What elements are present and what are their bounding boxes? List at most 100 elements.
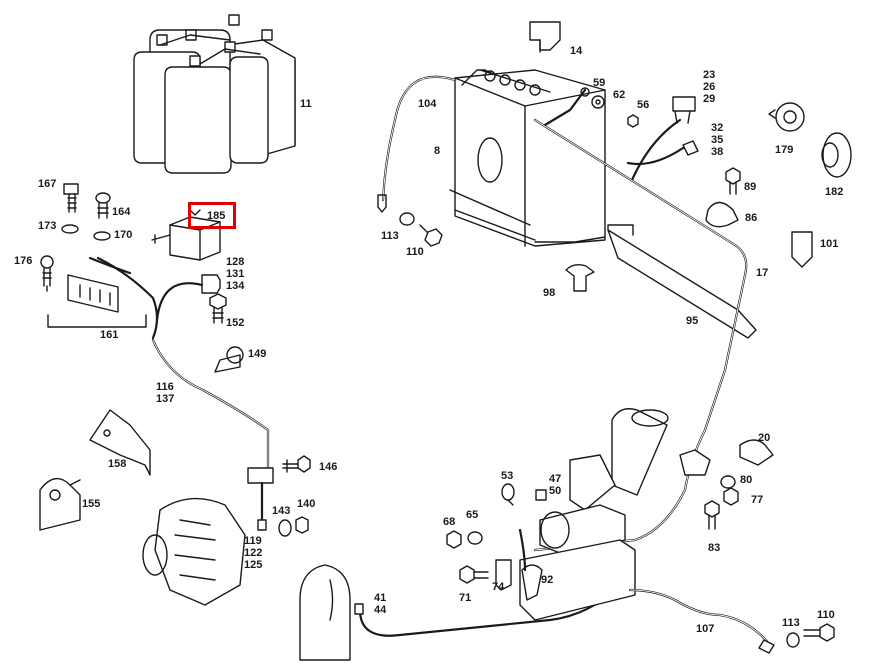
bolt-110b xyxy=(803,623,835,642)
label-143[interactable]: 143 xyxy=(272,505,291,517)
label-107[interactable]: 107 xyxy=(696,623,715,635)
nut-140 xyxy=(295,516,309,534)
ground-strap-107 xyxy=(628,588,775,654)
clamp-cable-part xyxy=(679,449,711,476)
label-185[interactable]: 185 xyxy=(207,210,226,222)
label-110-top[interactable]: 110 xyxy=(406,246,424,258)
bracket-158 xyxy=(89,409,151,476)
switch-128 xyxy=(155,274,221,322)
label-146[interactable]: 146 xyxy=(319,461,338,473)
washer-113b xyxy=(786,632,800,648)
bolt-167 xyxy=(63,183,79,213)
label-89[interactable]: 89 xyxy=(744,181,757,193)
washer-113a xyxy=(399,212,415,226)
label-119-122-125[interactable]: 119 122 125 xyxy=(244,535,263,571)
cell-block-part xyxy=(133,14,296,174)
bolt-146 xyxy=(282,455,311,473)
highlight-box-185 xyxy=(188,202,236,229)
label-53[interactable]: 53 xyxy=(501,470,514,482)
label-167[interactable]: 167 xyxy=(38,178,57,190)
terminal-59 xyxy=(543,87,590,127)
label-110-bottom[interactable]: 110 xyxy=(817,609,835,621)
label-17[interactable]: 17 xyxy=(756,267,769,279)
label-47-50[interactable]: 47 50 xyxy=(549,473,562,497)
label-74[interactable]: 74 xyxy=(492,581,505,593)
washer-80 xyxy=(720,475,736,489)
label-98[interactable]: 98 xyxy=(543,287,556,299)
label-80[interactable]: 80 xyxy=(740,474,753,486)
alternator xyxy=(142,497,246,606)
washer-143 xyxy=(278,519,292,537)
label-11[interactable]: 11 xyxy=(300,98,312,110)
bolt-83 xyxy=(704,500,720,530)
cable-17 xyxy=(533,118,748,552)
fuse-holder-161 xyxy=(47,256,159,340)
label-92[interactable]: 92 xyxy=(541,574,554,586)
bracket-14 xyxy=(529,21,561,53)
strap-95 xyxy=(607,224,757,339)
label-86[interactable]: 86 xyxy=(745,212,758,224)
terminal-47 xyxy=(535,489,547,501)
washer-62 xyxy=(591,95,605,109)
clamp-86 xyxy=(705,201,739,228)
label-20[interactable]: 20 xyxy=(758,432,771,444)
label-56[interactable]: 56 xyxy=(637,99,650,111)
label-68[interactable]: 68 xyxy=(443,516,456,528)
alternator-bracket xyxy=(299,564,351,661)
label-71[interactable]: 71 xyxy=(459,592,472,604)
battery-cable-104 xyxy=(377,75,457,213)
label-176[interactable]: 176 xyxy=(14,255,33,267)
label-173[interactable]: 173 xyxy=(38,220,57,232)
grommet-182 xyxy=(821,132,852,178)
label-170[interactable]: 170 xyxy=(114,229,133,241)
label-14[interactable]: 14 xyxy=(570,45,583,57)
label-113-top[interactable]: 113 xyxy=(381,230,399,242)
label-128-131-134[interactable]: 128 131 134 xyxy=(226,256,245,292)
label-164[interactable]: 164 xyxy=(112,206,131,218)
label-161[interactable]: 161 xyxy=(100,329,119,341)
washer-170 xyxy=(93,231,111,241)
washer-173 xyxy=(61,224,79,234)
bracket-155 xyxy=(39,477,81,531)
label-83[interactable]: 83 xyxy=(708,542,721,554)
label-41-44[interactable]: 41 44 xyxy=(374,592,387,616)
bracket-149 xyxy=(214,346,244,373)
starter-motor xyxy=(519,408,669,621)
label-152[interactable]: 152 xyxy=(226,317,245,329)
label-179[interactable]: 179 xyxy=(775,144,794,156)
label-158[interactable]: 158 xyxy=(108,458,127,470)
connector-32 xyxy=(626,140,699,166)
label-65[interactable]: 65 xyxy=(466,509,479,521)
nut-56 xyxy=(627,114,639,128)
clip-98 xyxy=(565,263,595,292)
label-140[interactable]: 140 xyxy=(297,498,316,510)
label-32-35-38[interactable]: 32 35 38 xyxy=(711,122,724,158)
label-149[interactable]: 149 xyxy=(248,348,267,360)
label-104[interactable]: 104 xyxy=(418,98,437,110)
nut-77 xyxy=(723,487,739,506)
label-101[interactable]: 101 xyxy=(820,238,839,250)
grommet-179 xyxy=(768,102,805,132)
label-62[interactable]: 62 xyxy=(613,89,626,101)
clip-20 xyxy=(739,439,774,466)
label-95[interactable]: 95 xyxy=(686,315,699,327)
label-113-bottom[interactable]: 113 xyxy=(782,617,800,629)
label-23-26-29[interactable]: 23 26 29 xyxy=(703,69,716,105)
harness-116 xyxy=(151,338,274,531)
label-182[interactable]: 182 xyxy=(825,186,844,198)
battery-part xyxy=(449,69,606,247)
bracket-74 xyxy=(495,559,512,591)
label-59[interactable]: 59 xyxy=(593,77,606,89)
label-77[interactable]: 77 xyxy=(751,494,764,506)
screw-176 xyxy=(40,255,54,292)
label-8[interactable]: 8 xyxy=(434,145,441,157)
cap-53 xyxy=(501,483,515,506)
screw-152 xyxy=(209,293,227,324)
connector-101 xyxy=(791,231,813,268)
label-116-137[interactable]: 116 137 xyxy=(156,381,175,405)
label-155[interactable]: 155 xyxy=(82,498,101,510)
terminal-92 xyxy=(518,528,543,601)
bolt-110a xyxy=(419,224,443,247)
washer-65 xyxy=(467,531,483,545)
